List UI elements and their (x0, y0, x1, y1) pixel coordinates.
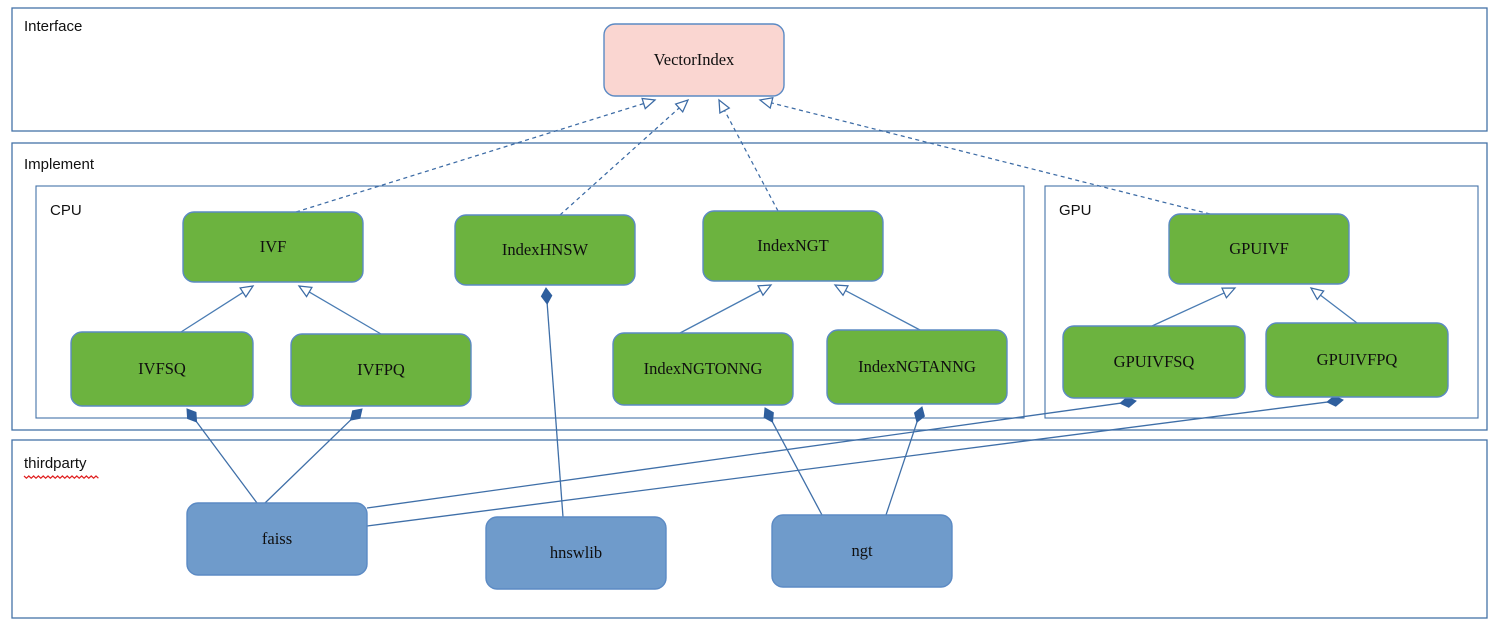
edge-line (1151, 291, 1226, 327)
node-box-ivf[interactable] (182, 211, 364, 283)
node-label-ivfsq: IVFSQ (138, 359, 186, 378)
node-label-ngt: ngt (851, 541, 873, 560)
edge-e-hnswlib-indexhnsw (540, 287, 564, 518)
node-box-indexngt[interactable] (702, 210, 884, 282)
edge-line (546, 302, 564, 518)
edge-e-faiss-ivfsq (186, 408, 258, 504)
node-box-gpuivfpq[interactable] (1265, 322, 1449, 398)
node-label-gpuivfsq: GPUIVFSQ (1114, 352, 1195, 371)
node-box-vectorindex[interactable] (603, 23, 785, 97)
edge-e-hnsw-vectorindex (559, 98, 690, 216)
node-label-ivfpq: IVFPQ (357, 360, 405, 379)
edge-e-anng-ngtidx (833, 284, 921, 331)
class-node-indexhnsw[interactable]: IndexHNSW (454, 214, 636, 286)
group-label-thirdparty: thirdparty (24, 455, 87, 472)
realization-arrowhead (758, 96, 774, 110)
generalization-arrowhead (297, 285, 313, 298)
node-label-indexngtanng: IndexNGTANNG (858, 357, 976, 376)
edge-e-gpuivf-vectorindex (758, 96, 1211, 215)
class-node-ivfpq[interactable]: IVFPQ (290, 333, 472, 407)
generalization-arrowhead (833, 284, 849, 297)
node-box-gpuivfsq[interactable] (1062, 325, 1246, 399)
edge-e-ivf-vectorindex (295, 97, 657, 213)
node-label-vectorindex: VectorIndex (654, 50, 735, 69)
generalization-arrowhead (1309, 287, 1325, 301)
node-box-gpuivf[interactable] (1168, 213, 1350, 285)
node-label-ivf: IVF (260, 237, 287, 256)
class-node-hnswlib[interactable]: hnswlib (485, 516, 667, 590)
class-node-ivf[interactable]: IVF (182, 211, 364, 283)
edge-line (771, 420, 823, 516)
class-node-ngt[interactable]: ngt (771, 514, 953, 588)
node-label-indexngt: IndexNGT (757, 236, 828, 255)
class-node-gpuivfsq[interactable]: GPUIVFSQ (1062, 325, 1246, 399)
group-label-interface: Interface (24, 18, 82, 35)
edge-line (679, 289, 762, 334)
class-node-indexngtonng[interactable]: IndexNGTONNG (612, 332, 794, 406)
subgroup-label-gpu: GPU (1059, 202, 1092, 219)
edge-line (195, 420, 258, 504)
edge-e-ngt-anng (885, 406, 925, 516)
class-node-gpuivfpq[interactable]: GPUIVFPQ (1265, 322, 1449, 398)
generalization-arrowhead (239, 285, 255, 299)
composition-diamond (913, 406, 925, 424)
class-node-indexngt[interactable]: IndexNGT (702, 210, 884, 282)
node-box-indexngtanng[interactable] (826, 329, 1008, 405)
edge-line (295, 102, 645, 213)
generalization-arrowhead (1221, 287, 1237, 299)
group-label-implement: Implement (24, 156, 95, 173)
edge-line (180, 291, 245, 333)
edge-e-ivfsq-ivf (180, 285, 255, 333)
edge-e-ngt-vectorindex (718, 98, 779, 212)
composition-diamond (349, 408, 363, 421)
class-node-faiss[interactable]: faiss (186, 502, 368, 576)
node-box-ivfpq[interactable] (290, 333, 472, 407)
realization-arrowhead (674, 98, 690, 114)
edge-line (844, 289, 921, 331)
class-node-ivfsq[interactable]: IVFSQ (70, 331, 254, 407)
node-label-gpuivf: GPUIVF (1229, 239, 1289, 258)
realization-arrowhead (641, 97, 657, 110)
node-label-faiss: faiss (262, 529, 292, 548)
node-label-indexhnsw: IndexHNSW (502, 240, 589, 259)
edge-line (885, 421, 918, 516)
class-node-gpuivf[interactable]: GPUIVF (1168, 213, 1350, 285)
edge-line (1319, 294, 1358, 324)
node-label-gpuivfpq: GPUIVFPQ (1317, 350, 1398, 369)
generalization-arrowhead (757, 284, 773, 297)
edge-line (366, 401, 1329, 527)
edge-line (264, 418, 352, 504)
node-label-hnswlib: hnswlib (550, 543, 602, 562)
node-box-hnswlib[interactable] (485, 516, 667, 590)
spellcheck-underline-thirdparty (23, 475, 99, 480)
node-label-indexngtonng: IndexNGTONNG (644, 359, 763, 378)
composition-diamond (540, 287, 553, 305)
realization-arrowhead (718, 98, 731, 114)
edge-line (308, 290, 382, 335)
node-box-faiss[interactable] (186, 502, 368, 576)
edge-e-onng-ngtidx (679, 284, 773, 334)
class-node-vectorindex[interactable]: VectorIndex (603, 23, 785, 97)
relationship-edges (180, 96, 1358, 527)
edge-e-faiss-ivfpq (264, 408, 363, 504)
node-box-indexhnsw[interactable] (454, 214, 636, 286)
subgroup-label-cpu: CPU (50, 202, 82, 219)
node-box-indexngtonng[interactable] (612, 332, 794, 406)
composition-diamond (186, 408, 198, 423)
edge-e-ngt-onng (763, 407, 823, 516)
edge-line (366, 402, 1122, 509)
edge-e-ivfpq-ivf (297, 285, 382, 335)
edge-e-gpq-gpuivf (1309, 287, 1358, 324)
edge-line (770, 102, 1211, 215)
node-box-ngt[interactable] (771, 514, 953, 588)
node-box-ivfsq[interactable] (70, 331, 254, 407)
class-node-indexngtanng[interactable]: IndexNGTANNG (826, 329, 1008, 405)
edge-e-gsq-gpuivf (1151, 287, 1237, 327)
composition-diamond (763, 407, 774, 423)
